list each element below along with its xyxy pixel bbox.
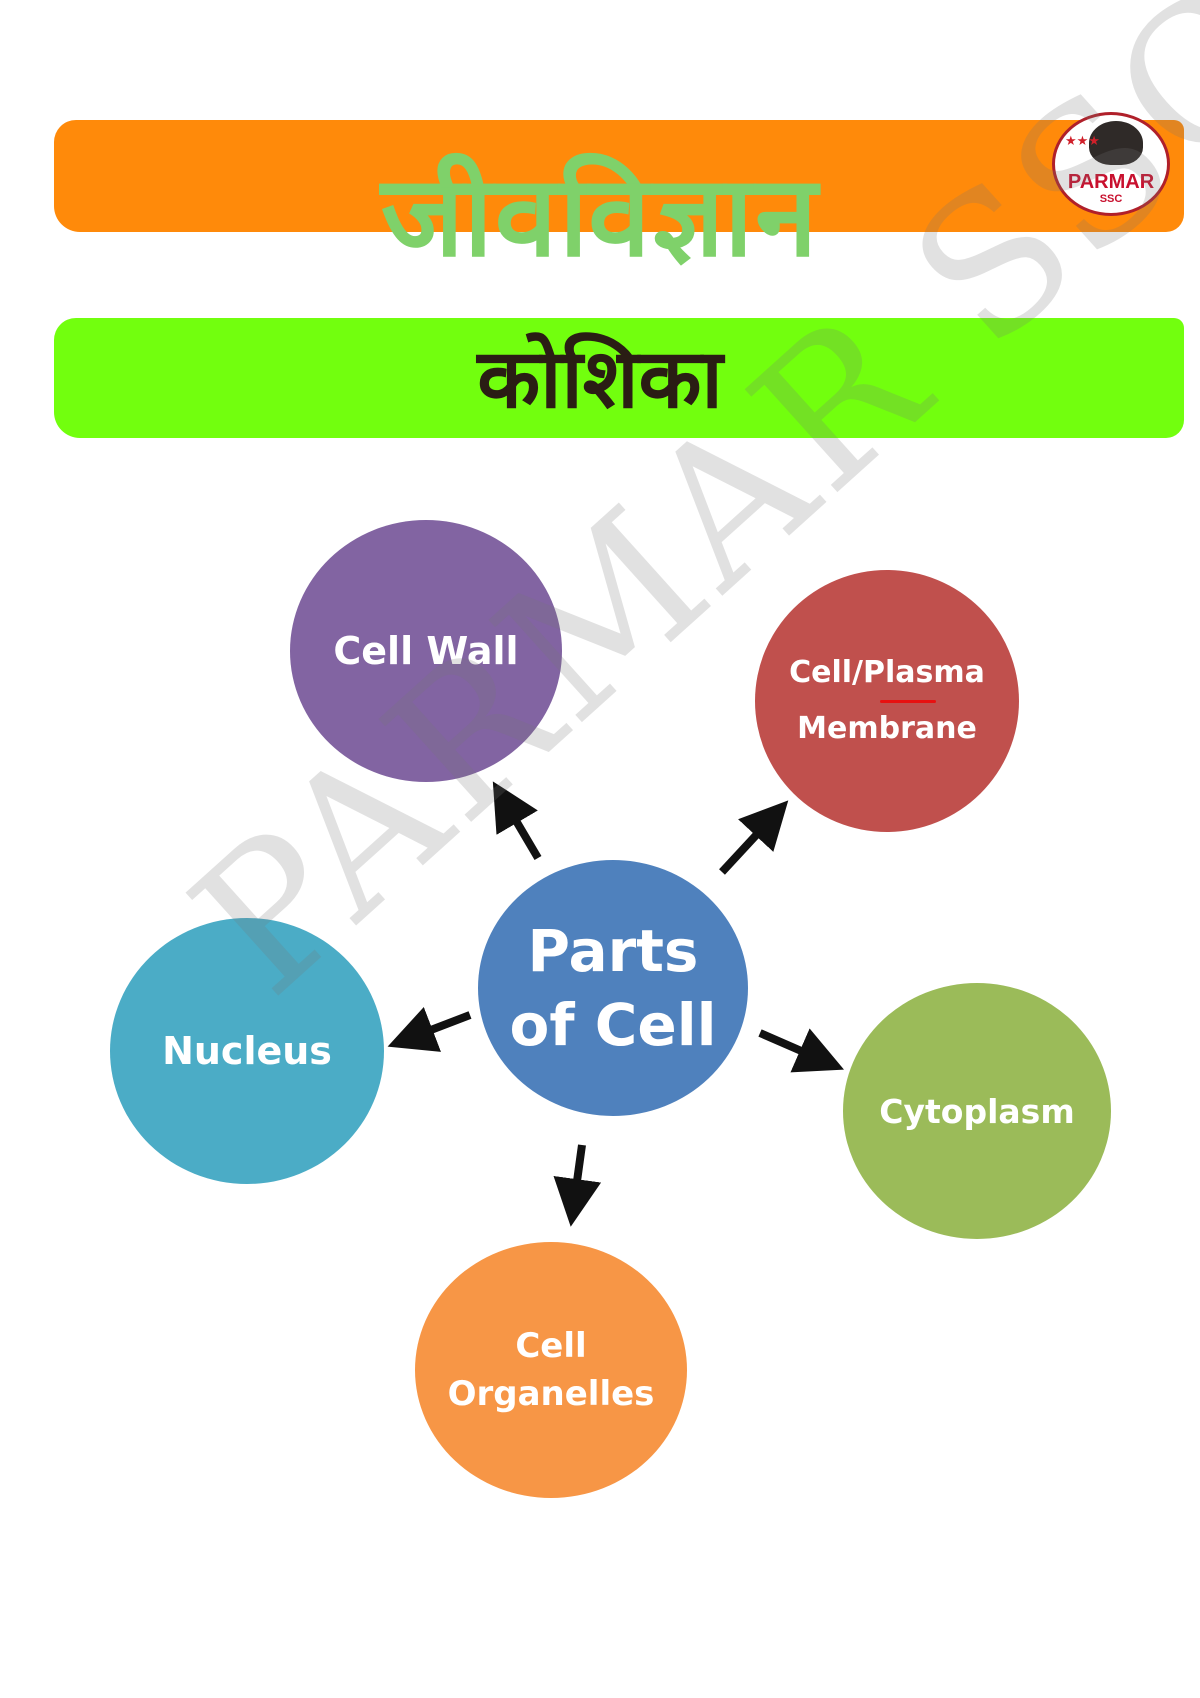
page-title: जीवविज्ञान	[380, 152, 820, 282]
logo-subtext: SSC	[1099, 193, 1123, 205]
node-nucleus-label: Nucleus	[162, 1029, 332, 1073]
page-subtitle: कोशिका	[477, 332, 723, 427]
node-nucleus: Nucleus	[110, 918, 384, 1184]
brand-logo: ★★★ PARMAR SSC	[1052, 112, 1170, 216]
node-organelles-label-line1: Cell	[515, 1326, 587, 1366]
arrow-to-nucleus	[387, 1006, 472, 1052]
node-parts-of-cell: Parts of Cell	[478, 860, 748, 1116]
center-label-line1: Parts	[527, 917, 699, 985]
node-membrane-label-line2: Membrane	[797, 711, 977, 746]
node-organelles-label-line2: Organelles	[447, 1374, 655, 1414]
node-cytoplasm: Cytoplasm	[843, 983, 1111, 1239]
logo-text: PARMAR	[1067, 171, 1155, 193]
node-cytoplasm-label: Cytoplasm	[879, 1091, 1075, 1131]
arrow-to-cytoplasm	[758, 1028, 845, 1073]
node-cell-wall: Cell Wall	[290, 520, 562, 782]
header-green-band	[54, 318, 1184, 438]
header-orange-band	[54, 120, 1184, 232]
node-cell-wall-label: Cell Wall	[333, 629, 519, 673]
lion-icon	[1089, 121, 1143, 165]
red-underline-mark	[880, 700, 936, 703]
arrow-to-organelles	[553, 1144, 602, 1227]
arrow-to-membrane	[719, 800, 789, 875]
node-cell-organelles: Cell Organelles	[415, 1242, 687, 1498]
center-label-line2: of Cell	[509, 991, 717, 1059]
node-membrane-label-line1: Cell/Plasma	[789, 655, 985, 690]
